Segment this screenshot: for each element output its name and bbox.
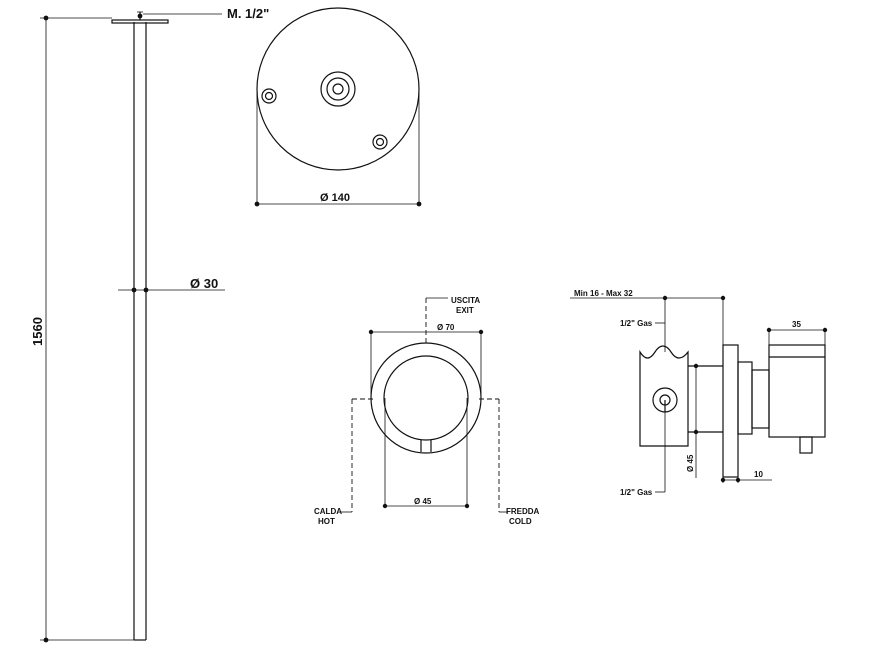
depth-range-label: Min 16 - Max 32 (574, 289, 633, 298)
inner-diameter-label: Ø 45 (414, 497, 432, 506)
column-height-label: 1560 (30, 317, 45, 346)
exit-label-it: USCITA (451, 296, 480, 305)
plate-offset-label: 10 (754, 470, 763, 479)
shower-head-top-view: Ø 140 (254, 7, 422, 207)
exit-label-en: EXIT (456, 306, 474, 315)
handle-depth-label: 35 (792, 320, 801, 329)
disc-diameter-label: Ø 140 (320, 192, 350, 204)
hot-label-it: CALDA (314, 507, 342, 516)
hot-label-en: HOT (318, 517, 335, 526)
cold-label-en: COLD (509, 517, 532, 526)
shower-column: M. 1/2" 1560 Ø 30 (30, 6, 269, 643)
column-diameter-label: Ø 30 (190, 276, 218, 291)
top-connection-label: 1/2" Gas (620, 319, 653, 328)
body-diameter-label: Ø 45 (686, 454, 695, 472)
mixer-front-view: USCITA EXIT Ø 70 CALDA HOT FREDDA COLD Ø… (314, 296, 540, 526)
outer-diameter-label: Ø 70 (437, 323, 455, 332)
thread-label: M. 1/2" (227, 6, 269, 21)
bottom-connection-label: 1/2" Gas (620, 488, 653, 497)
mixer-side-view: Min 16 - Max 32 1/2" Gas Ø 45 (570, 289, 828, 497)
cold-label-it: FREDDA (506, 507, 540, 516)
